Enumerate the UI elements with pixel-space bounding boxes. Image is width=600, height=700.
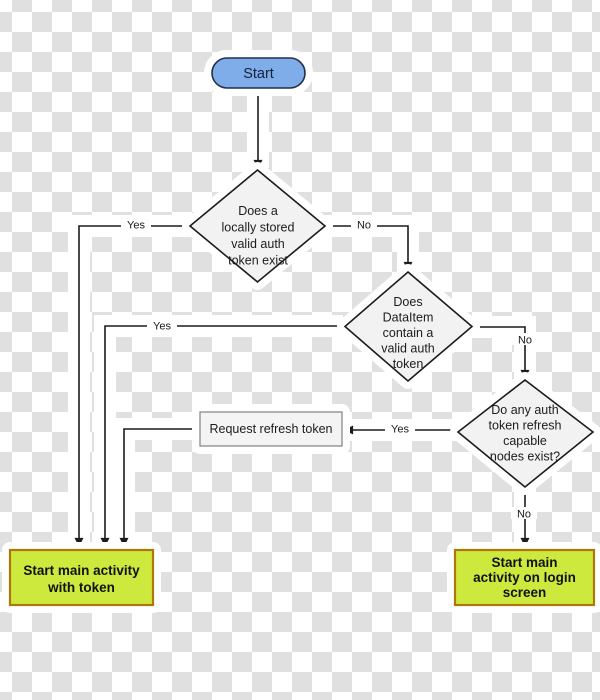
decision2-line3: contain a [383, 326, 434, 340]
decision1-line1: Does a [238, 204, 278, 218]
edge-decision1-yes [74, 225, 190, 547]
process-request-refresh-node [199, 411, 343, 447]
terminal-login-line2: activity on login [473, 570, 576, 585]
terminal-with-token-line1: Start main activity [23, 563, 140, 578]
decision2-line5: token [393, 357, 424, 371]
terminal-with-token-node [8, 548, 155, 607]
edge-label-decision1-no: No [357, 220, 371, 232]
decision2-line1: Does [393, 295, 422, 309]
decision1-line3: valid auth [231, 237, 285, 251]
decision3-line4: nodes exist? [490, 450, 560, 464]
edge-labels: Yes No Yes No Yes No [121, 218, 538, 521]
edge-process-to-terminal [119, 428, 199, 547]
decision2-line2: DataItem [383, 311, 434, 325]
edge-label-decision3-yes: Yes [391, 424, 409, 436]
decision2-line4: valid auth [381, 342, 435, 356]
decision3-line1: Do any auth [491, 403, 558, 417]
edge-decision2-no [472, 326, 530, 379]
node-labels: Start Does a locally stored valid auth t… [23, 66, 576, 600]
start-label: Start [243, 66, 274, 82]
decision-local-token-node [188, 168, 327, 284]
edge-label-decision1-yes: Yes [127, 220, 145, 232]
terminal-with-token-line2: with token [47, 580, 115, 595]
edge-label-decision3-no: No [517, 509, 531, 521]
edge-decision2-yes [100, 325, 343, 547]
terminal-login-node [453, 548, 596, 607]
nodes [2, 50, 600, 613]
process-request-refresh-label: Request refresh token [210, 422, 333, 436]
edge-label-decision2-no: No [518, 335, 532, 347]
decision1-line2: locally stored [222, 221, 295, 235]
edge-label-decision2-yes: Yes [153, 321, 171, 333]
decision3-line2: token refresh [489, 419, 562, 433]
terminal-login-line1: Start main [491, 555, 557, 570]
decision-dataitem-node [343, 270, 474, 383]
decision-refresh-nodes-node [456, 378, 595, 489]
decision3-line3: capable [503, 434, 547, 448]
decision1-line4: token exist [228, 254, 288, 268]
terminal-login-line3: screen [503, 585, 547, 600]
start-node [211, 57, 306, 89]
